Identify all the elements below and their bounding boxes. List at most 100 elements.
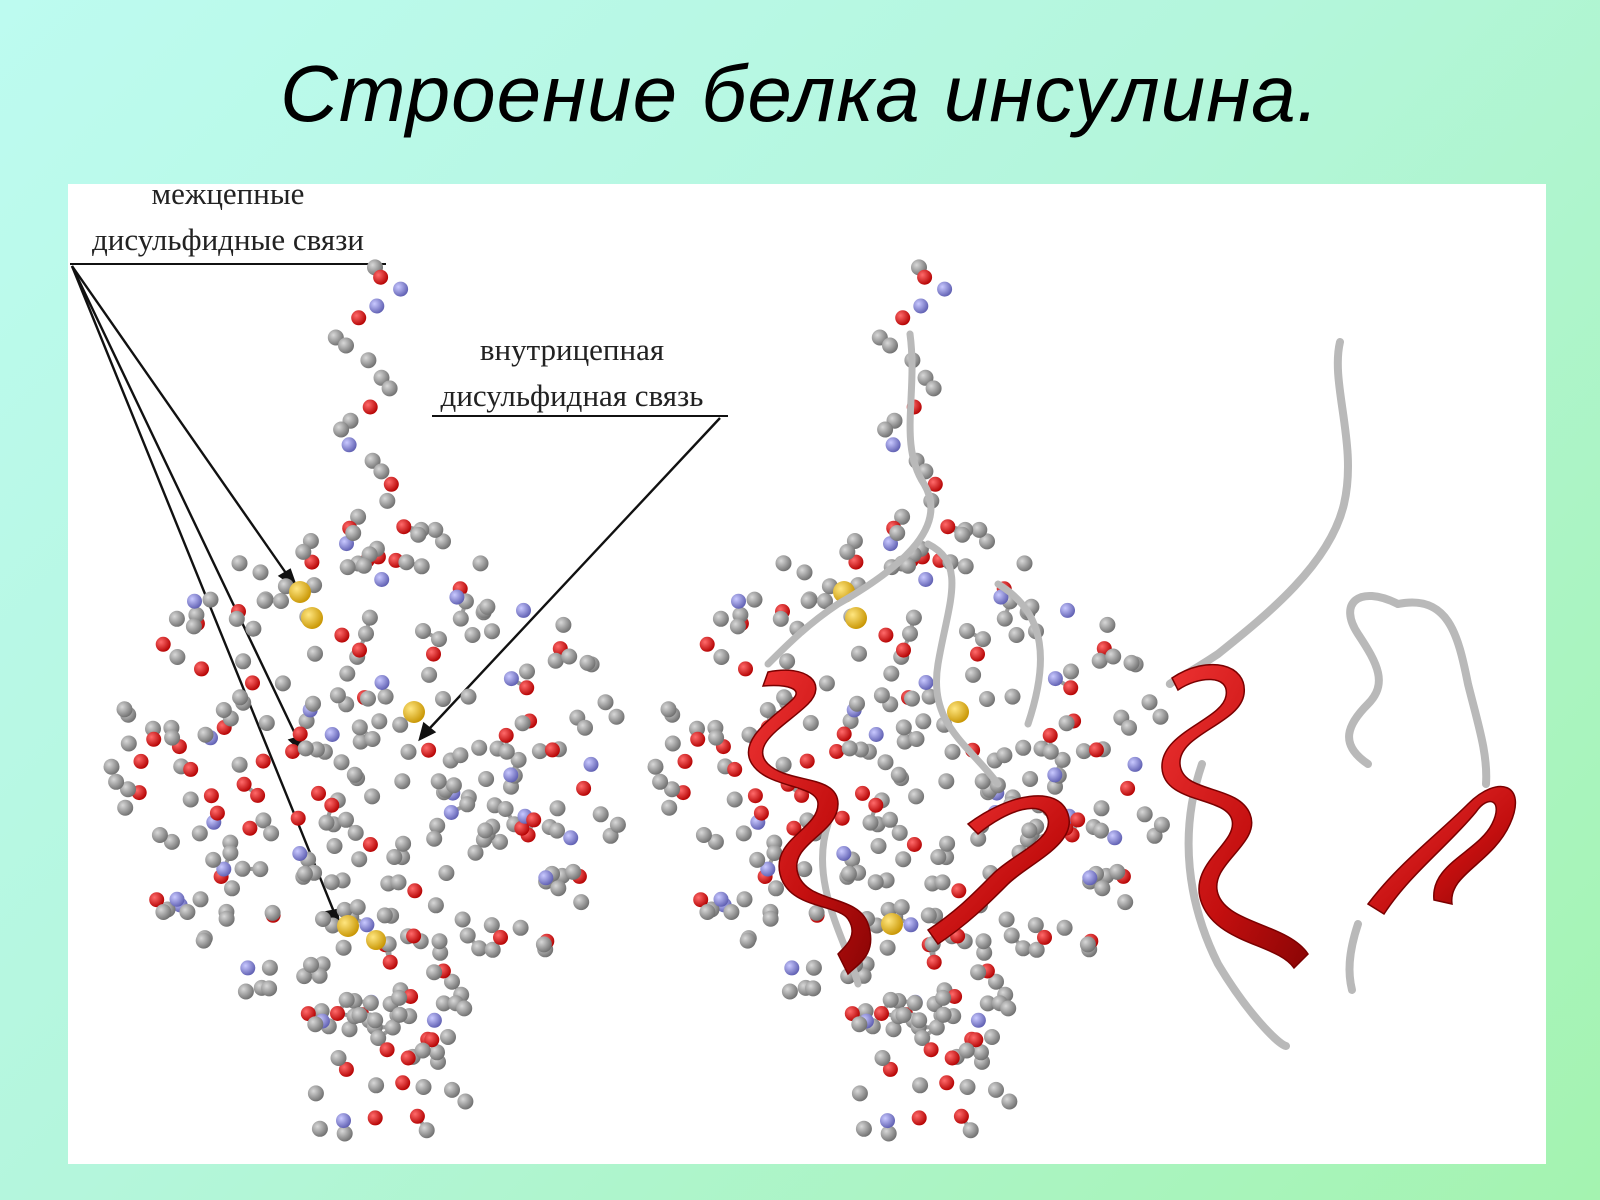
carbon-atom <box>895 719 912 736</box>
carbon-atom <box>768 880 784 897</box>
oxygen-atom <box>382 954 398 970</box>
nitrogen-atom <box>993 589 1009 605</box>
carbon-atom <box>418 1122 435 1139</box>
carbon-atom <box>862 814 879 831</box>
carbon-atom <box>484 941 501 958</box>
carbon-atom <box>699 904 716 920</box>
carbon-atom <box>1015 739 1032 756</box>
nitrogen-atom <box>784 960 800 976</box>
carbon-atom <box>547 652 564 669</box>
carbon-atom <box>435 691 451 707</box>
nitrogen-atom <box>443 805 459 820</box>
carbon-atom <box>707 833 724 850</box>
interchain-label-line1: межцепные <box>152 184 305 211</box>
helix-ribbons <box>747 669 1071 976</box>
intrachain-label: внутрицепная дисульфидная связь <box>432 332 728 417</box>
carbon-atom <box>395 835 412 852</box>
oxygen-atom <box>498 727 514 743</box>
carbon-atom <box>169 649 186 665</box>
carbon-atom <box>1022 771 1039 787</box>
carbon-atom <box>164 729 181 746</box>
carbon-atom <box>867 874 884 891</box>
carbon-atom <box>1121 719 1137 736</box>
carbon-atom <box>471 739 488 756</box>
carbon-atom <box>315 911 331 927</box>
oxygen-atom <box>409 1108 425 1124</box>
carbon-atom <box>381 380 398 397</box>
oxygen-atom <box>245 675 260 691</box>
carbon-atom <box>224 880 240 897</box>
carbon-atom <box>736 891 753 908</box>
oxygen-atom <box>203 788 219 804</box>
carbon-atom <box>364 731 381 747</box>
carbon-atom <box>367 1012 384 1029</box>
carbon-atom <box>370 1030 387 1046</box>
carbon-atom <box>1099 616 1116 633</box>
carbon-atom <box>512 919 529 936</box>
nitrogen-atom <box>503 767 519 783</box>
carbon-atom <box>364 788 381 805</box>
oxygen-atom <box>403 989 419 1004</box>
carbon-atom <box>839 543 856 560</box>
nitrogen-atom <box>583 756 599 772</box>
arrow-to-top-bond <box>71 265 289 577</box>
carbon-atom <box>597 694 614 711</box>
carbon-atom <box>179 904 196 920</box>
carbon-atom <box>414 1042 431 1059</box>
helix-ribbon <box>747 669 872 976</box>
carbon-atom <box>565 863 582 880</box>
carbon-atom <box>921 688 938 705</box>
carbon-atom <box>735 825 752 842</box>
carbon-atom <box>818 675 835 692</box>
oxygen-atom <box>424 1032 440 1048</box>
carbon-atom <box>329 687 346 704</box>
carbon-atom <box>231 555 248 572</box>
oxygen-atom <box>338 1061 354 1077</box>
carbon-atom <box>817 593 833 609</box>
carbon-atom <box>218 910 235 927</box>
carbon-atom <box>1056 919 1073 936</box>
oxygen-atom <box>149 892 165 908</box>
oxygen-atom <box>362 399 378 415</box>
oxygen-atom <box>923 1042 939 1058</box>
oxygen-atom <box>926 954 942 970</box>
oxygen-atom <box>747 788 763 804</box>
oxygen-atom <box>677 753 693 769</box>
carbon-atom <box>245 620 262 637</box>
oxygen-atom <box>1042 727 1058 743</box>
carbon-atom <box>775 756 792 773</box>
carbon-atom <box>726 791 743 808</box>
carbon-atom <box>928 1019 945 1036</box>
carbon-atom <box>305 695 321 712</box>
carbon-atom <box>351 851 368 868</box>
carbon-atom <box>695 827 712 843</box>
carbon-atom <box>883 665 900 682</box>
carbon-atom <box>168 610 185 627</box>
nitrogen-atom <box>885 437 901 453</box>
sulfur-atom <box>289 581 311 603</box>
oxygen-atom <box>1088 742 1104 758</box>
carbon-atom <box>464 627 481 643</box>
carbon-atom <box>664 735 681 752</box>
carbon-atom <box>151 827 168 843</box>
carbon-atom <box>535 936 552 953</box>
carbon-atom <box>1117 894 1134 911</box>
carbon-atom <box>708 729 725 746</box>
carbon-atom <box>360 352 377 369</box>
carbon-atom <box>384 1019 401 1036</box>
carbon-atom <box>664 781 680 798</box>
carbon-atom <box>514 715 531 732</box>
nitrogen-atom <box>369 298 385 314</box>
carbon-atom <box>895 851 912 868</box>
carbon-atom <box>452 747 469 764</box>
carbon-atom <box>975 631 991 648</box>
carbon-atom <box>427 521 444 538</box>
carbon-atom <box>307 1085 324 1102</box>
carbon-atom <box>341 1021 358 1038</box>
carbon-atom <box>908 788 925 805</box>
oxygen-atom <box>848 554 864 570</box>
carbon-atom <box>1003 927 1020 944</box>
arrow-to-intrachain-bond <box>429 417 721 729</box>
carbon-atom <box>914 1030 931 1046</box>
nitrogen-atom <box>449 589 465 605</box>
